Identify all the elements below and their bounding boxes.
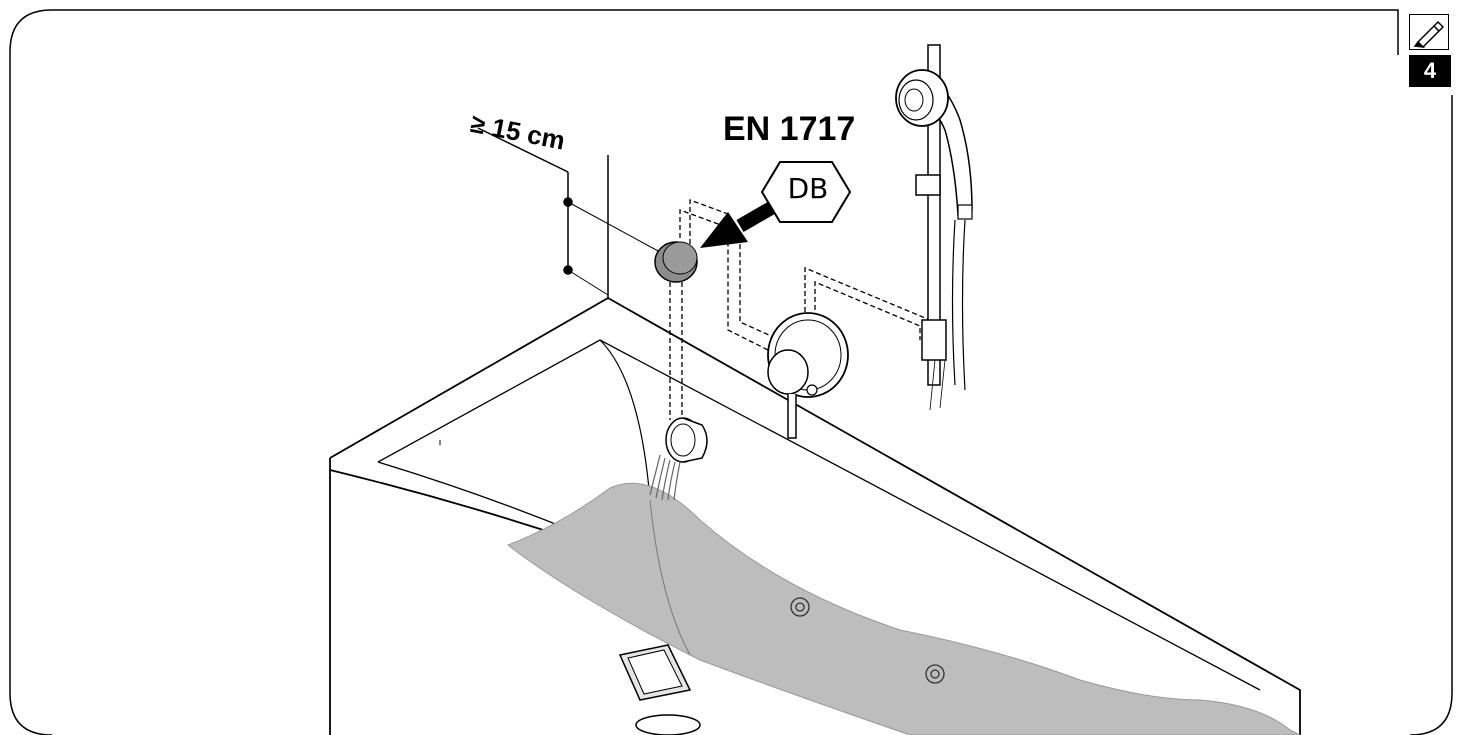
shower-hose	[929, 219, 966, 411]
drain-plate	[618, 644, 692, 701]
whirlpool-jet	[925, 664, 945, 684]
water-stream-line	[649, 499, 691, 656]
db-hexagon	[760, 161, 852, 223]
front-overflow	[635, 714, 701, 735]
shower-rail	[915, 44, 947, 386]
concealed-pipes	[669, 199, 931, 420]
backflow-preventer	[654, 241, 698, 283]
step-number: 4	[1409, 55, 1451, 87]
whirlpool-jet	[790, 597, 810, 617]
db-label: DB	[787, 172, 829, 205]
page-border	[9, 9, 1453, 735]
bath-water	[506, 482, 1301, 735]
bath-spout	[665, 417, 708, 463]
water-stream	[649, 454, 681, 501]
pencil-icon	[1409, 14, 1449, 50]
hand-shower	[895, 69, 973, 220]
norm-label: EN 1717	[723, 110, 856, 148]
distance-dimension	[477, 127, 661, 296]
mixer-valve	[767, 312, 849, 439]
